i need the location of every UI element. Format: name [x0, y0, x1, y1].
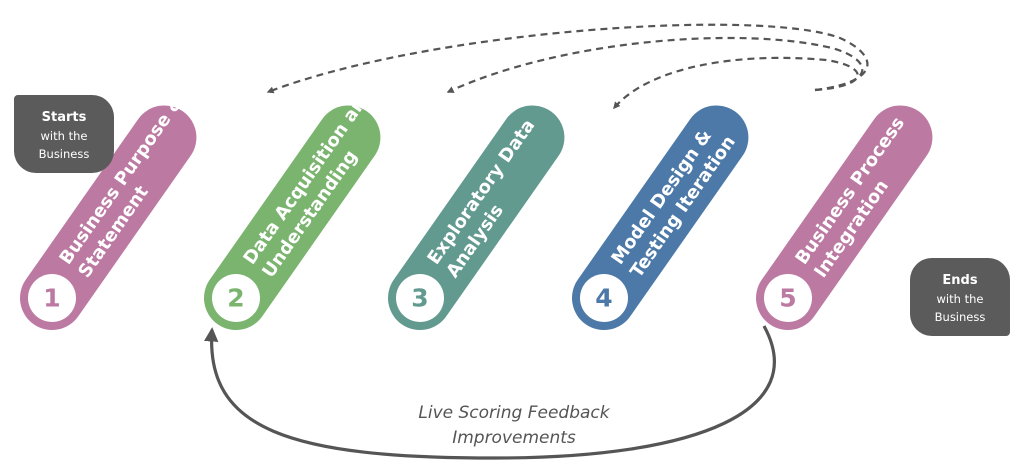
step-2-number-circle	[212, 274, 260, 322]
step-5-number-circle	[764, 274, 812, 322]
loop-to-step-2	[446, 36, 864, 93]
loop-to-step-3	[613, 56, 859, 110]
step-5-number: 5	[779, 284, 796, 313]
start-badge-title: Starts	[41, 110, 87, 125]
iteration-loops	[266, 23, 869, 110]
step-1-pill	[20, 105, 197, 330]
start-badge-line2: Business	[38, 147, 90, 161]
step-4-pill	[572, 105, 749, 330]
feedback-arrow	[204, 325, 776, 460]
step-1-number: 1	[43, 284, 60, 313]
step-4-number-circle	[580, 274, 628, 322]
feedback-label-line2: Improvements	[452, 428, 576, 448]
loop-to-step-1	[266, 23, 869, 94]
step-1-number-circle	[28, 274, 76, 322]
step-3-number: 3	[411, 284, 428, 313]
step-3-number-circle	[396, 274, 444, 322]
start-badge-line1: with the	[40, 129, 88, 143]
step-5-pill	[756, 105, 933, 330]
step-2-number: 2	[227, 284, 244, 313]
feedback-label-line1: Live Scoring Feedback	[418, 403, 610, 423]
start-badge: Starts with the Business	[14, 95, 114, 173]
step-3-pill	[388, 105, 565, 330]
end-badge: Ends with the Business	[910, 258, 1010, 336]
end-badge-line1: with the	[936, 292, 984, 306]
end-badge-title: Ends	[942, 273, 978, 288]
step-2-pill	[204, 105, 381, 330]
step-4-number: 4	[595, 284, 612, 313]
end-badge-line2: Business	[934, 310, 986, 324]
